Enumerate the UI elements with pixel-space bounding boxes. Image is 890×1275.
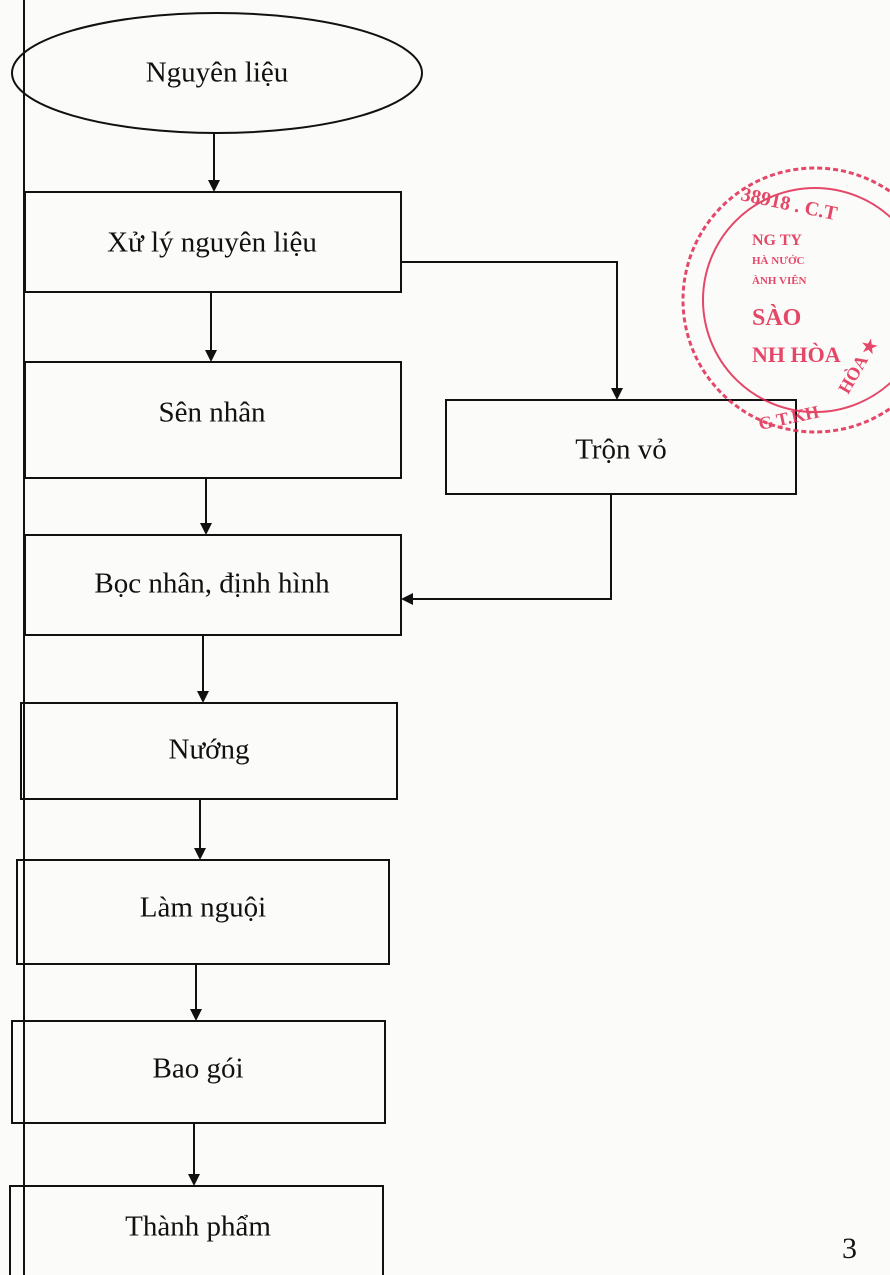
node-wrap-shape-label: Bọc nhân, định hình — [94, 568, 330, 600]
node-bake: Nướng — [20, 702, 398, 800]
node-finished-product-label: Thành phẩm — [125, 1211, 271, 1243]
svg-text:NH HÒA: NH HÒA — [752, 342, 841, 367]
node-raw-material: Nguyên liệu — [11, 12, 423, 134]
node-cool-label: Làm nguội — [140, 892, 266, 924]
node-cook-filling-label: Sên nhân — [158, 397, 266, 429]
node-bake-label: Nướng — [169, 734, 250, 766]
svg-text:ÀNH VIÊN: ÀNH VIÊN — [752, 275, 807, 287]
svg-text:38918 . C.T: 38918 . C.T — [739, 183, 840, 225]
node-mix-crust: Trộn vỏ — [445, 399, 797, 495]
svg-text:NG TY: NG TY — [752, 232, 802, 249]
node-process-raw-label: Xử lý nguyên liệu — [107, 227, 317, 259]
node-package-label: Bao gói — [152, 1053, 243, 1085]
node-process-raw: Xử lý nguyên liệu — [24, 191, 402, 293]
svg-text:HÀ NƯỚC: HÀ NƯỚC — [752, 255, 805, 267]
node-cool: Làm nguội — [16, 859, 390, 965]
node-raw-material-label: Nguyên liệu — [146, 57, 289, 89]
node-cook-filling: Sên nhân — [24, 361, 402, 479]
node-mix-crust-label: Trộn vỏ — [575, 434, 667, 466]
arrow-crust-to-wrap — [401, 494, 612, 605]
svg-text:SÀO: SÀO — [752, 305, 801, 331]
node-wrap-shape: Bọc nhân, định hình — [24, 534, 402, 636]
node-finished-product: Thành phẩm — [9, 1185, 384, 1275]
node-package: Bao gói — [11, 1020, 386, 1124]
company-seal-stamp: 38918 . C.T NG TY HÀ NƯỚC ÀNH VIÊN SÀO N… — [681, 166, 890, 434]
page-number: 3 — [842, 1232, 857, 1265]
arrow-process-to-crust — [401, 261, 623, 400]
